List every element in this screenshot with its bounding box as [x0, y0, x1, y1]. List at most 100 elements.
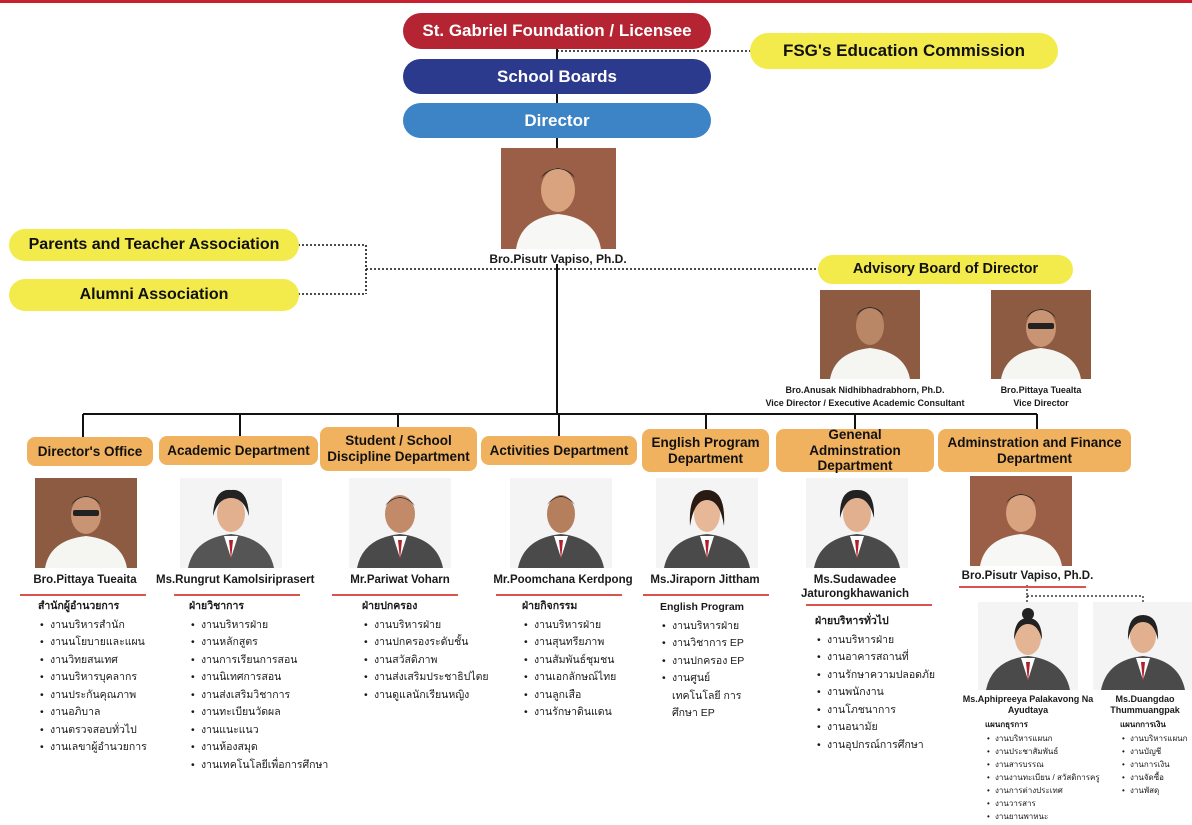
dept-task-list: ฝ่ายวิชาการ งานบริหารฝ่าย งานหลักสูตร งา… — [189, 598, 328, 774]
task-item: งานหลักสูตร — [189, 634, 328, 652]
task-item: งานยานพาหนะ — [985, 810, 1100, 823]
dept-unit-title: ฝ่ายบริหารทั่วไป — [815, 615, 889, 627]
finance-task-list: แผนกธุรการ งานบริหารแผนก งานประชาสัมพันธ… — [985, 718, 1100, 823]
dept-english-program: English Program Department — [642, 429, 769, 472]
dept-academic: Academic Department — [159, 436, 318, 465]
task-item: งานเอกลักษณ์ไทย — [522, 669, 616, 687]
dept-unit-title: English Program — [660, 601, 745, 613]
dept-head-photo — [806, 478, 908, 568]
alumni-association: Alumni Association — [9, 279, 299, 311]
finance-staff-photo — [1093, 602, 1192, 690]
dept-unit-title: ฝ่ายกิจกรรม — [522, 600, 578, 612]
task-item: งานการต่างประเทศ — [985, 784, 1100, 797]
task-item: งานประชาสัมพันธ์ — [985, 745, 1100, 758]
advisor-photo — [820, 290, 920, 379]
dept-task-list: English Program งานบริหารฝ่าย งานวิชาการ… — [660, 599, 770, 723]
dept-head-photo — [349, 478, 451, 568]
finance-staff-name: Ms.Duangdao Thummuangpak — [1110, 694, 1180, 715]
task-item: งานสารบรรณ — [985, 758, 1100, 771]
dept-unit-title: ฝ่ายปกครอง — [362, 600, 418, 612]
finance-unit-title: แผนกธุรการ — [985, 720, 1028, 729]
dept-student-discipline: Student / School Discipline Department — [320, 427, 477, 471]
finance-staff-photo — [978, 602, 1078, 690]
task-item: งานแนะแนว — [189, 722, 328, 740]
advisor-role: Vice Director — [1013, 398, 1069, 408]
name-divider — [20, 594, 146, 596]
director-box: Director — [403, 103, 711, 138]
task-item: งานการเงิน — [1120, 758, 1187, 771]
advisor-role: Vice Director / Executive Academic Consu… — [765, 398, 965, 408]
task-item: งานวิชาการ EP — [660, 635, 770, 653]
task-item: งานรักษาดินแดน — [522, 704, 616, 722]
task-item: งานสุนทรียภาพ — [522, 634, 616, 652]
task-item: งานบริหารฝ่าย — [189, 617, 328, 635]
task-item: งานสวัสดิภาพ — [362, 652, 489, 670]
dept-task-list: ฝ่ายปกครอง งานบริหารฝ่าย งานปกครองระดับช… — [362, 598, 489, 704]
task-item: งานนิเทศการสอน — [189, 669, 328, 687]
task-item: งานสัมพันธ์ชุมชน — [522, 652, 616, 670]
school-boards-box: School Boards — [403, 59, 711, 94]
task-item: งานบริหารฝ่าย — [815, 632, 935, 650]
task-item: งานโภชนาการ — [815, 702, 935, 720]
task-item: งานนโยบายและแผน — [38, 634, 147, 652]
advisor-photo — [991, 290, 1091, 379]
dept-task-list: ฝ่ายกิจกรรม งานบริหารฝ่าย งานสุนทรียภาพ … — [522, 598, 616, 722]
dept-task-list: สำนักผู้อำนวยการ งานบริหารสำนัก งานนโยบา… — [38, 598, 147, 757]
finance-unit-title: แผนกการเงิน — [1120, 720, 1166, 729]
task-item: งานการเรียนการสอน — [189, 652, 328, 670]
dept-administration-finance: Adminstration and Finance Department — [938, 429, 1131, 472]
commission-box: FSG's Education Commission — [750, 33, 1058, 69]
task-item: งานบริหารแผนก — [1120, 732, 1187, 745]
director-name: Bro.Pisutr Vapiso, Ph.D. — [489, 252, 627, 266]
dept-head-name: Ms.Jiraporn Jittham — [650, 574, 760, 586]
task-item: งานวิทยสนเทศ — [38, 652, 147, 670]
dept-unit-title: ฝ่ายวิชาการ — [189, 600, 245, 612]
advisor-name: Bro.Anusak Nidhibhadrabhorn, Ph.D. — [785, 385, 945, 395]
task-item: งานอุปกรณ์การศึกษา — [815, 737, 935, 755]
dept-head-name: Mr.Poomchana Kerdpong — [493, 574, 633, 586]
name-divider — [806, 604, 932, 606]
task-item: งานบริหารฝ่าย — [362, 617, 489, 635]
task-item: งานบริหารฝ่าย — [660, 618, 770, 636]
director-photo — [501, 148, 616, 249]
dept-head-name: Mr.Pariwat Voharn — [350, 574, 450, 586]
name-divider — [959, 586, 1086, 588]
task-item: งานส่งเสริมประชาธิปไตย — [362, 669, 489, 687]
task-item: งานวารสาร — [985, 797, 1100, 810]
task-item: งานปกครอง EP — [660, 653, 770, 671]
task-item: งานบริหารสำนัก — [38, 617, 147, 635]
task-item: งานเทคโนโลยีเพื่อการศึกษา — [189, 757, 328, 775]
task-item: งานพัสดุ — [1120, 784, 1187, 797]
advisory-board: Advisory Board of Director — [818, 255, 1073, 284]
dept-head-photo — [970, 476, 1072, 566]
dept-head-name: Ms.Sudawadee Jaturongkhawanich — [801, 574, 909, 600]
dept-unit-title: สำนักผู้อำนวยการ — [38, 600, 120, 612]
dept-head-photo — [510, 478, 612, 568]
task-item: งานปกครองระดับชั้น — [362, 634, 489, 652]
dept-head-photo — [656, 478, 758, 568]
finance-task-list: แผนกการเงิน งานบริหารแผนก งานบัญชี งานกา… — [1120, 718, 1187, 797]
dept-head-name: Bro.Pittaya Tueaita — [33, 574, 137, 586]
dept-directors-office: Director's Office — [27, 437, 153, 466]
task-item: งานบริหารฝ่าย — [522, 617, 616, 635]
task-item: งานห้องสมุด — [189, 739, 328, 757]
task-item: งานบริหารแผนก — [985, 732, 1100, 745]
task-item: งานอภิบาล — [38, 704, 147, 722]
dept-activities: Activities Department — [481, 436, 637, 465]
dept-head-name: Ms.Rungrut Kamolsiriprasert — [156, 574, 315, 586]
top-accent-bar — [0, 0, 1192, 3]
task-item: งานบัญชี — [1120, 745, 1187, 758]
foundation-box: St. Gabriel Foundation / Licensee — [403, 13, 711, 49]
task-item: งานงานทะเบียน / สวัสดิการครู — [985, 771, 1100, 784]
task-item: งานรักษาความปลอดภัย — [815, 667, 935, 685]
dept-head-name: Bro.Pisutr Vapiso, Ph.D. — [961, 570, 1094, 582]
task-item: งานศูนย์เทคโนโลยี การศึกษา EP — [660, 670, 755, 723]
advisor-name: Bro.Pittaya Tuealta — [1000, 385, 1082, 395]
task-item: งานพนักงาน — [815, 684, 935, 702]
task-item: งานทะเบียนวัดผล — [189, 704, 328, 722]
parents-teacher-association: Parents and Teacher Association — [9, 229, 299, 261]
name-divider — [496, 594, 622, 596]
task-item: งานลูกเสือ — [522, 687, 616, 705]
task-item: งานเลขาผู้อำนวยการ — [38, 739, 147, 757]
dept-general-administration: Genenal Adminstration Department — [776, 427, 934, 473]
